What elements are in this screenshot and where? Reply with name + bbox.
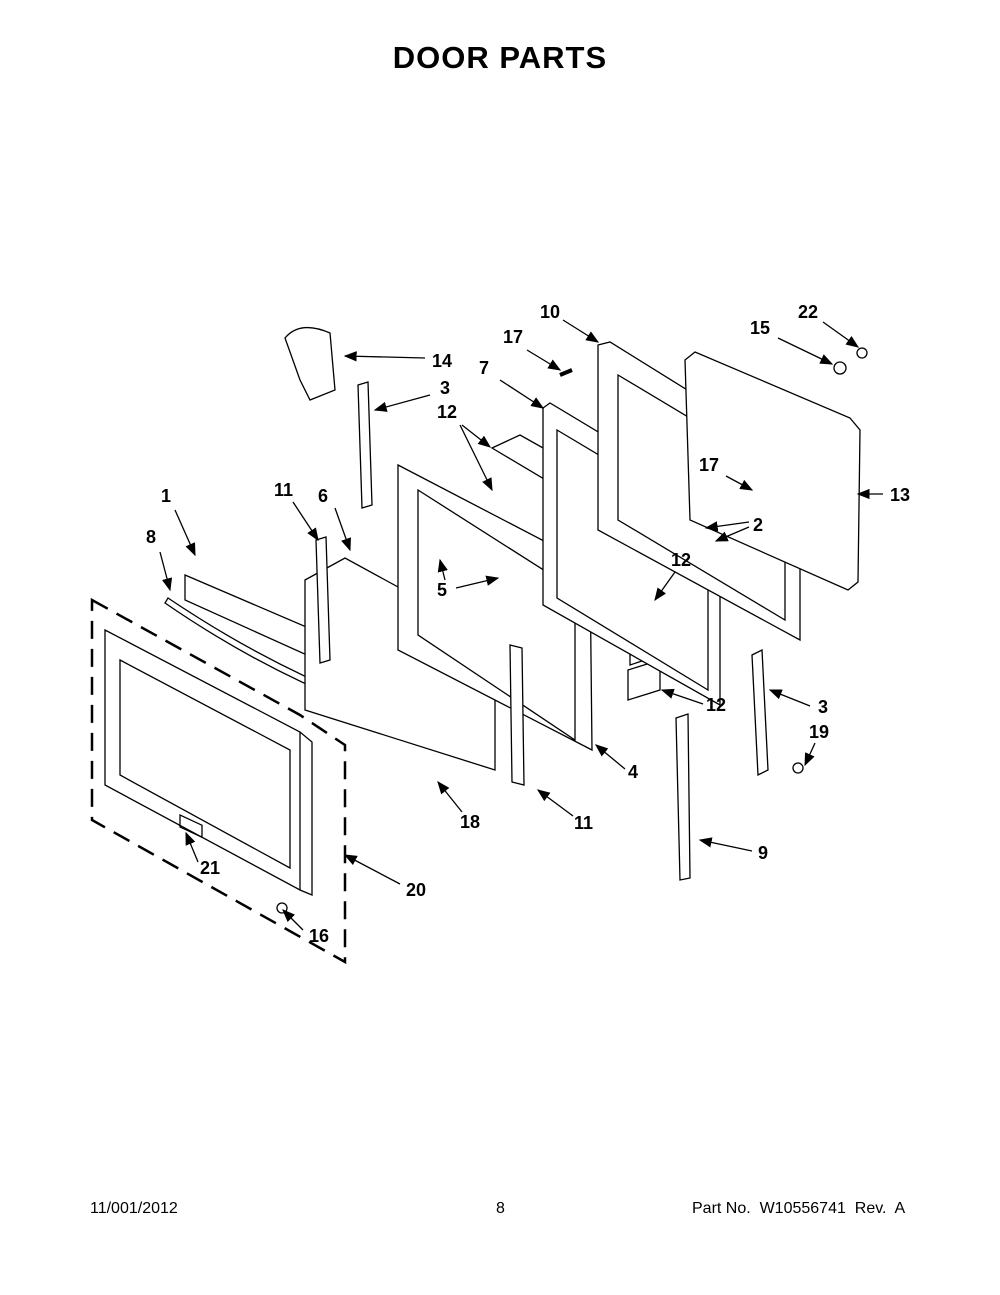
callout-label-11: 11: [574, 813, 593, 833]
callout-label-17: 17: [699, 455, 719, 475]
footer-date: 11/001/2012: [90, 1200, 178, 1217]
callout-arrow: [714, 526, 750, 542]
outer-glass: [304, 557, 496, 771]
page-title: DOOR PARTS: [392, 40, 608, 75]
callout-label-3: 3: [440, 378, 450, 398]
callout-arrow: [159, 551, 173, 592]
callout-arrow: [185, 831, 199, 863]
callout-label-16: 16: [309, 926, 329, 946]
hinge-bracket-left: [315, 536, 331, 664]
callout-label-14: 14: [432, 351, 452, 371]
callout-label-12: 12: [671, 550, 691, 570]
callout-arrow: [698, 837, 753, 852]
callout-arrow: [343, 854, 401, 885]
callout-arrow: [526, 349, 562, 371]
callout-arrow: [455, 575, 500, 589]
callout-label-17: 17: [503, 327, 523, 347]
callout-arrow: [536, 789, 574, 817]
screw-19: [792, 762, 804, 774]
callout-arrow: [461, 424, 492, 448]
callout-arrow: [660, 688, 704, 705]
callout-label-10: 10: [540, 302, 560, 322]
callout-label-12: 12: [437, 402, 457, 422]
callout-arrow: [343, 351, 426, 362]
callout-arrow: [437, 780, 463, 813]
screw-22: [856, 347, 868, 359]
callout-arrow: [768, 689, 811, 707]
callout-arrow: [594, 744, 626, 770]
screw-16: [276, 902, 288, 914]
callout-label-8: 8: [146, 527, 156, 547]
pin-17: [559, 368, 573, 377]
hinge-right: [751, 648, 769, 777]
callout-label-7: 7: [479, 358, 489, 378]
callout-arrow: [459, 424, 493, 492]
footer-page-number: 8: [496, 1200, 505, 1217]
callout-arrow: [654, 571, 676, 602]
callout-arrow: [499, 379, 545, 409]
door-assembly-outline: [90, 597, 347, 965]
callout-arrow: [174, 509, 196, 557]
callout-label-11: 11: [274, 480, 293, 500]
callout-arrow: [804, 742, 816, 767]
washer-15: [833, 361, 847, 375]
callout-label-21: 21: [200, 858, 220, 878]
callout-label-13: 13: [890, 485, 910, 505]
callout-arrow: [822, 321, 860, 348]
callout-label-20: 20: [406, 880, 426, 900]
callout-label-4: 4: [628, 762, 638, 782]
hinge-bracket-right: [509, 644, 525, 786]
callout-label-3: 3: [818, 697, 828, 717]
callout-arrow: [725, 475, 754, 491]
callout-arrow: [562, 319, 600, 343]
callout-label-19: 19: [809, 722, 829, 742]
hinge-left: [357, 381, 373, 509]
door-trim-strip: [675, 713, 691, 881]
callout-label-15: 15: [750, 318, 770, 338]
callout-label-9: 9: [758, 843, 768, 863]
footer-part-number: Part No. W10556741 Rev. A: [692, 1200, 906, 1217]
callout-arrow: [437, 558, 448, 581]
callout-label-5: 5: [437, 580, 447, 600]
inner-door-frame: [397, 463, 593, 752]
callout-arrow: [334, 507, 351, 552]
callout-label-22: 22: [798, 302, 818, 322]
callout-arrow: [777, 337, 834, 365]
callout-arrow: [292, 501, 319, 542]
callout-label-12: 12: [706, 695, 726, 715]
callout-label-18: 18: [460, 812, 480, 832]
vent-baffle: [284, 326, 336, 401]
callout-arrow: [282, 909, 304, 931]
callout-arrow: [704, 521, 750, 532]
callout-label-1: 1: [161, 486, 171, 506]
callout-arrow: [373, 394, 431, 412]
callout-label-2: 2: [753, 515, 763, 535]
callout-label-6: 6: [318, 486, 328, 506]
